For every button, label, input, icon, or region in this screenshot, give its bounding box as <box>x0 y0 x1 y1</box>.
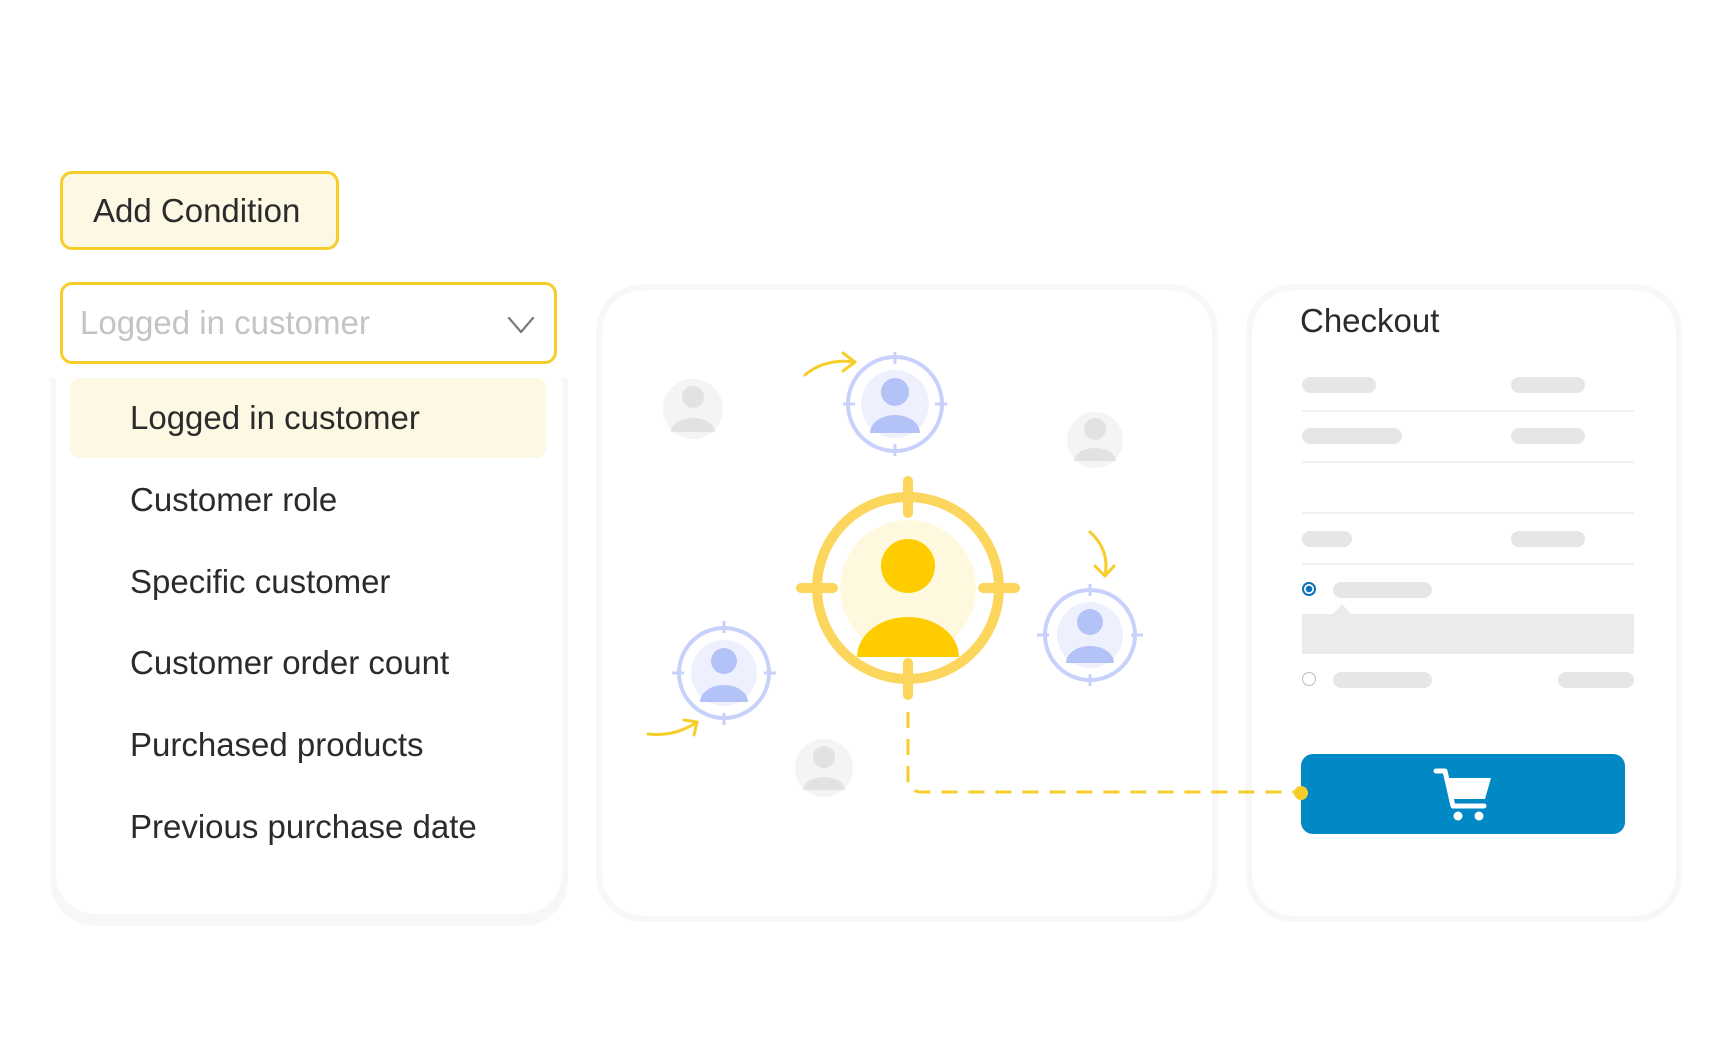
skeleton-bar <box>1558 672 1634 688</box>
chevron-down-icon <box>507 316 535 334</box>
arrow-icon <box>803 351 857 377</box>
skeleton-bar <box>1302 377 1376 393</box>
arrow-icon <box>1088 530 1116 578</box>
grey-avatar <box>663 379 723 439</box>
skeleton-bar <box>1511 428 1585 444</box>
divider <box>1302 512 1634 514</box>
blue-target-avatar <box>843 352 947 456</box>
skeleton-bar <box>1511 377 1585 393</box>
condition-dropdown: Logged in customer Customer role Specifi… <box>56 378 562 914</box>
main-target-avatar <box>796 476 1020 700</box>
payment-radio-selected[interactable] <box>1302 582 1316 596</box>
payment-details-box <box>1302 614 1634 654</box>
dropdown-item-purchased-products[interactable]: Purchased products <box>130 726 424 763</box>
arrow-icon <box>646 718 699 737</box>
grey-avatar <box>1067 412 1123 468</box>
divider <box>1302 410 1634 412</box>
checkout-cart-button[interactable] <box>1301 754 1625 834</box>
dropdown-item-customer-order-count[interactable]: Customer order count <box>130 644 450 681</box>
connector-line <box>906 712 1300 794</box>
skeleton-bar <box>1302 428 1402 444</box>
skeleton-bar <box>1333 582 1432 598</box>
blue-target-avatar <box>672 621 776 725</box>
dropdown-item-specific-customer[interactable]: Specific customer <box>130 563 391 600</box>
skeleton-bar <box>1302 531 1352 547</box>
checkout-title: Checkout <box>1300 302 1440 339</box>
condition-select-value: Logged in customer <box>80 304 370 341</box>
skeleton-bar <box>1333 672 1432 688</box>
dropdown-item-customer-role[interactable]: Customer role <box>130 481 338 518</box>
dropdown-item-logged-in-customer[interactable]: Logged in customer <box>70 378 546 458</box>
divider <box>1302 563 1634 565</box>
payment-radio-unselected[interactable] <box>1302 672 1316 686</box>
dropdown-item-previous-purchase-date[interactable]: Previous purchase date <box>130 808 477 845</box>
condition-select[interactable]: Logged in customer <box>60 282 557 364</box>
add-condition-button[interactable]: Add Condition <box>60 171 339 250</box>
payment-details-pointer <box>1332 604 1352 615</box>
connector-dot <box>1294 786 1308 800</box>
skeleton-bar <box>1511 531 1585 547</box>
grey-avatar <box>795 739 853 797</box>
blue-target-avatar <box>1037 584 1143 686</box>
shopping-cart-icon <box>1433 768 1491 821</box>
divider <box>1302 461 1634 463</box>
